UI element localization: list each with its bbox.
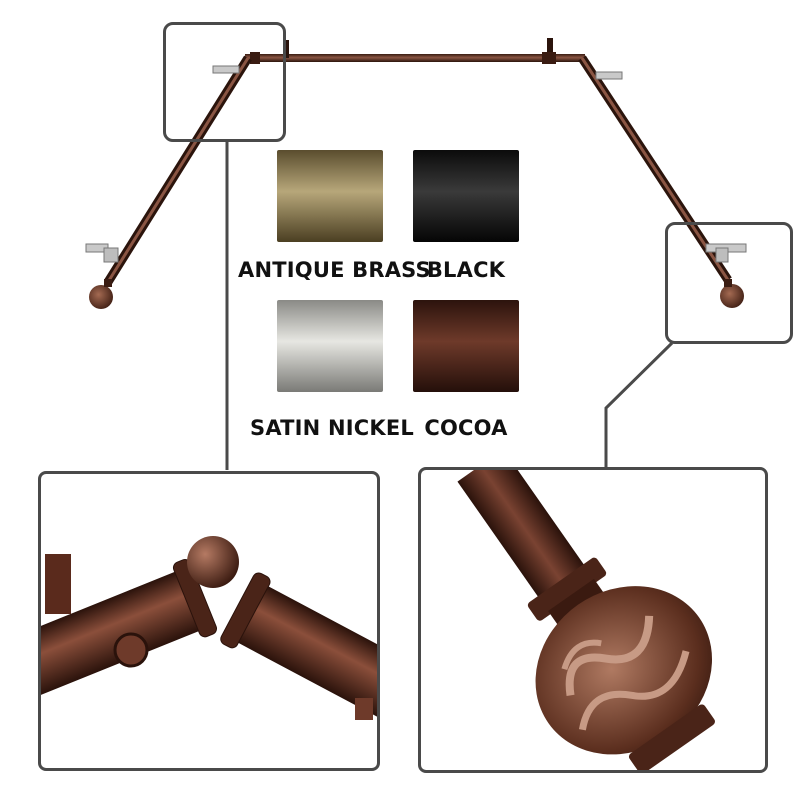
connector-lines [225,141,674,470]
rod-left-segment [85,55,252,309]
swatch-antique-brass[interactable] [277,150,383,242]
finial-detail [418,467,768,773]
swatch-satin-nickel[interactable] [277,300,383,392]
swatch-label-black: BLACK [426,258,506,282]
rod-right-segment [578,55,747,308]
corner-zoom-frame [163,22,286,142]
finial-image [457,470,715,770]
swatch-label-satin-nickel: SATIN NICKEL [250,416,414,440]
swatch-label-cocoa: COCOA [424,416,508,440]
finial-right [720,284,744,308]
corner-connector-image [41,536,377,730]
corner-connector-detail [38,471,380,771]
swatch-label-antique-brass: ANTIQUE BRASS [238,258,431,282]
swatch-cocoa[interactable] [413,300,519,392]
swatch-black[interactable] [413,150,519,242]
finial-left [89,285,113,309]
rod-top-segment [245,38,585,64]
finial-zoom-frame [665,222,793,344]
